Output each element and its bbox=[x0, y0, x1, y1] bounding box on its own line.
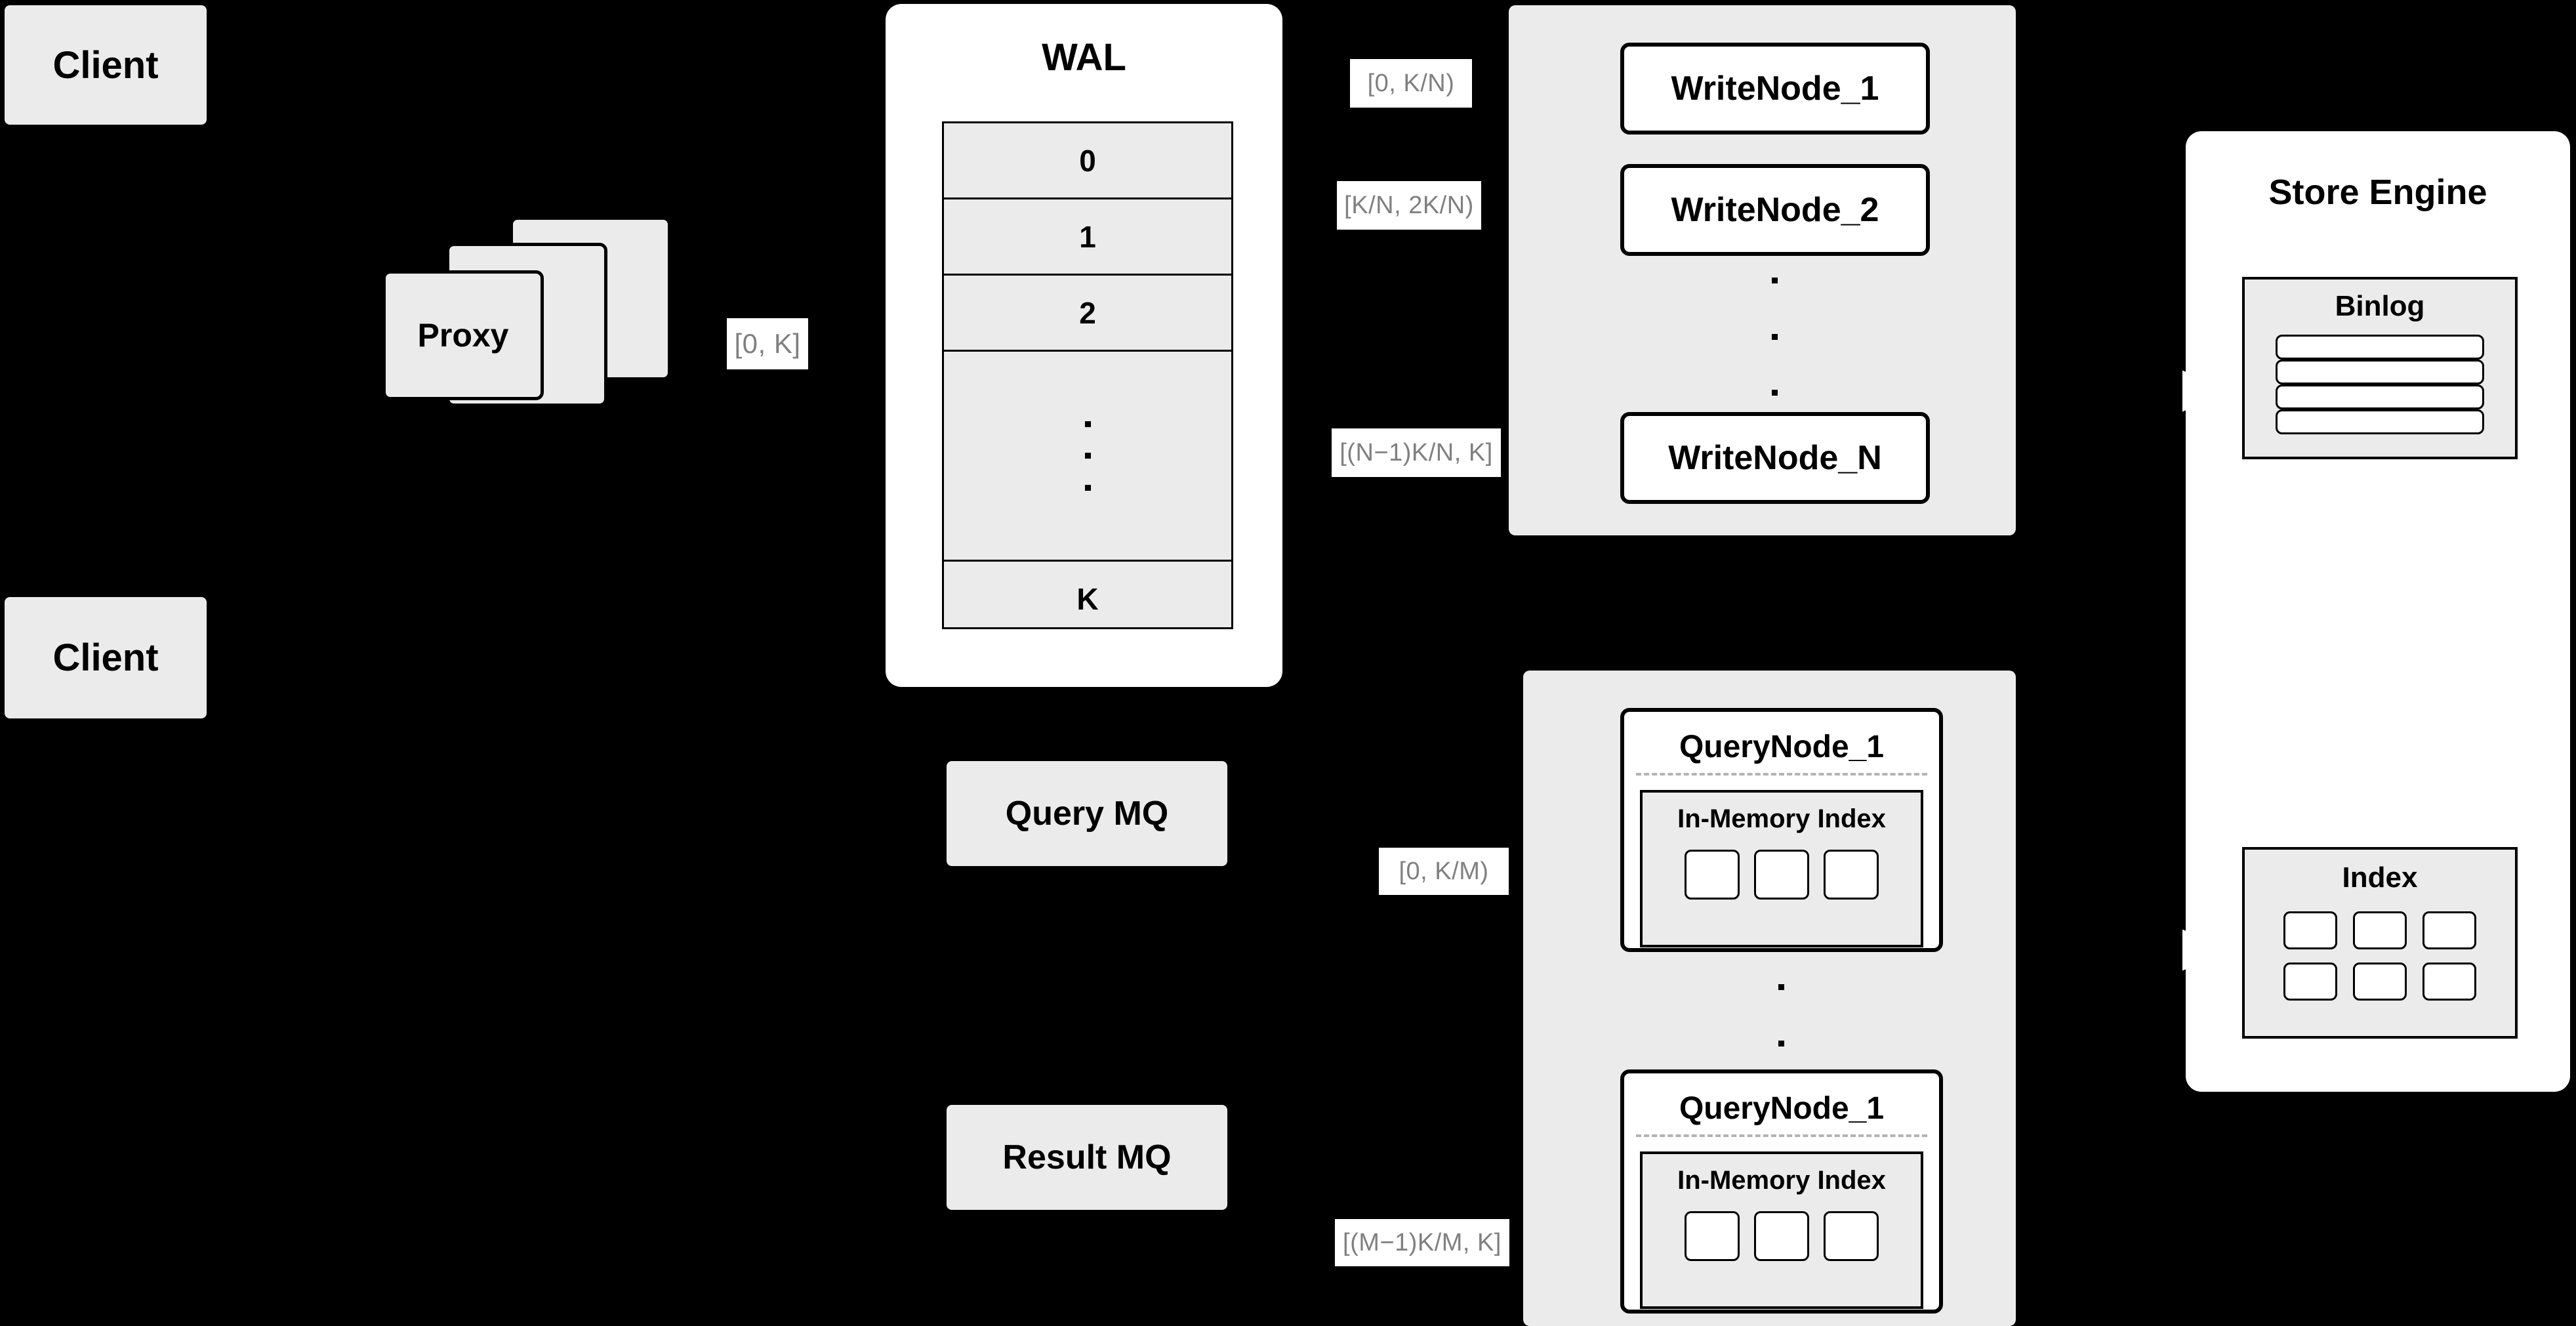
wal-row-label: 0 bbox=[1079, 143, 1096, 178]
binlog-row bbox=[2276, 335, 2484, 360]
wal-table: 0 1 2 K bbox=[942, 121, 1233, 629]
proxy-label: Proxy bbox=[417, 317, 509, 354]
index-slot bbox=[1685, 850, 1740, 900]
edge-label-querynode-2-range-text: [(M−1)K/M, K] bbox=[1343, 1228, 1502, 1256]
binlog-row bbox=[2276, 409, 2484, 434]
edge-label-querynode-2-range: [(M−1)K/M, K] bbox=[1335, 1219, 1509, 1266]
edge-label-writenode-1-range-text: [0, K/N) bbox=[1367, 69, 1455, 97]
store-engine-panel: Store Engine Binlog Index bbox=[2186, 131, 2570, 1092]
wal-row-label: 1 bbox=[1079, 219, 1096, 254]
index-slot bbox=[1754, 850, 1809, 900]
client-node-1-label: Client bbox=[52, 43, 159, 87]
edge-label-querynode-1-range: [0, K/M) bbox=[1379, 848, 1509, 895]
write-node-n[interactable]: WriteNode_N bbox=[1620, 412, 1930, 504]
vertical-ellipsis-icon bbox=[1084, 421, 1091, 491]
proxy-stack[interactable]: Proxy bbox=[382, 217, 671, 426]
store-index-panel: Index bbox=[2242, 847, 2518, 1039]
wal-row-ellipsis bbox=[944, 352, 1231, 562]
store-index-slot bbox=[2283, 963, 2337, 1001]
edge-label-writenode-2-range-text: [K/N, 2K/N) bbox=[1344, 191, 1474, 219]
edge-label-writenode-1-range: [0, K/N) bbox=[1350, 59, 1472, 108]
client-node-1[interactable]: Client bbox=[5, 5, 207, 125]
edge-label-writenode-n-range: [(N−1)K/N, K] bbox=[1332, 428, 1501, 477]
client-node-2-label: Client bbox=[52, 636, 159, 679]
binlog-row bbox=[2276, 360, 2484, 384]
write-node-n-label: WriteNode_N bbox=[1668, 439, 1882, 477]
result-mq-label: Result MQ bbox=[1002, 1138, 1172, 1176]
wal-row-label: 2 bbox=[1079, 295, 1096, 330]
query-node-1-separator bbox=[1636, 773, 1927, 776]
vertical-ellipsis-icon bbox=[1768, 278, 1781, 396]
write-node-2[interactable]: WriteNode_2 bbox=[1620, 164, 1930, 256]
client-node-2[interactable]: Client bbox=[5, 597, 207, 718]
in-memory-index-title: In-Memory Index bbox=[1677, 804, 1886, 833]
wal-row-label: K bbox=[1076, 581, 1099, 616]
wal-title: WAL bbox=[1042, 36, 1126, 79]
wal-panel: WAL 0 1 2 K bbox=[886, 4, 1282, 687]
query-node-1-label: QueryNode_1 bbox=[1679, 730, 1885, 764]
write-node-1-label: WriteNode_1 bbox=[1671, 70, 1879, 108]
index-slot bbox=[1824, 1211, 1879, 1261]
index-slot bbox=[1754, 1211, 1809, 1261]
store-index-slot bbox=[2353, 911, 2407, 949]
query-node-cluster: QueryNode_1 In-Memory Index QueryNode_1 … bbox=[1523, 671, 2016, 1326]
index-slot bbox=[1685, 1211, 1740, 1261]
edge-label-writenode-n-range-text: [(N−1)K/N, K] bbox=[1339, 438, 1493, 466]
store-index-slot bbox=[2283, 911, 2337, 949]
write-node-2-label: WriteNode_2 bbox=[1671, 191, 1879, 229]
query-node-1-in-memory-index: In-Memory Index bbox=[1640, 790, 1923, 947]
query-node-2-separator bbox=[1636, 1134, 1927, 1137]
store-index-slot bbox=[2423, 963, 2476, 1001]
wal-row: K bbox=[944, 562, 1231, 636]
store-engine-title: Store Engine bbox=[2268, 173, 2487, 212]
edge-label-proxy-to-wal: [0, K] bbox=[727, 318, 808, 369]
query-node-2-label: QueryNode_1 bbox=[1679, 1091, 1885, 1126]
query-node-2[interactable]: QueryNode_1 In-Memory Index bbox=[1620, 1069, 1943, 1314]
result-mq-node[interactable]: Result MQ bbox=[947, 1105, 1227, 1210]
query-mq-label: Query MQ bbox=[1005, 795, 1169, 833]
edge-label-writenode-2-range: [K/N, 2K/N) bbox=[1337, 181, 1481, 230]
query-mq-node[interactable]: Query MQ bbox=[947, 761, 1227, 866]
proxy-node[interactable]: Proxy bbox=[382, 270, 544, 400]
wal-row: 1 bbox=[944, 199, 1231, 276]
query-node-2-in-memory-index: In-Memory Index bbox=[1640, 1151, 1923, 1309]
store-index-slot bbox=[2353, 963, 2407, 1001]
edge-label-proxy-to-wal-text: [0, K] bbox=[734, 328, 801, 359]
in-memory-index-title: In-Memory Index bbox=[1677, 1166, 1886, 1195]
write-node-cluster: WriteNode_1 WriteNode_2 WriteNode_N bbox=[1509, 5, 2016, 535]
wal-row: 0 bbox=[944, 123, 1231, 199]
write-node-1[interactable]: WriteNode_1 bbox=[1620, 43, 1930, 135]
edge-label-querynode-1-range-text: [0, K/M) bbox=[1399, 857, 1489, 885]
store-index-slot bbox=[2423, 911, 2476, 949]
index-slot bbox=[1824, 850, 1879, 900]
binlog-row bbox=[2276, 384, 2484, 409]
wal-row: 2 bbox=[944, 276, 1231, 352]
binlog-title: Binlog bbox=[2335, 290, 2425, 322]
binlog-panel: Binlog bbox=[2242, 277, 2518, 459]
store-index-title: Index bbox=[2342, 861, 2418, 894]
query-node-1[interactable]: QueryNode_1 In-Memory Index bbox=[1620, 708, 1943, 952]
